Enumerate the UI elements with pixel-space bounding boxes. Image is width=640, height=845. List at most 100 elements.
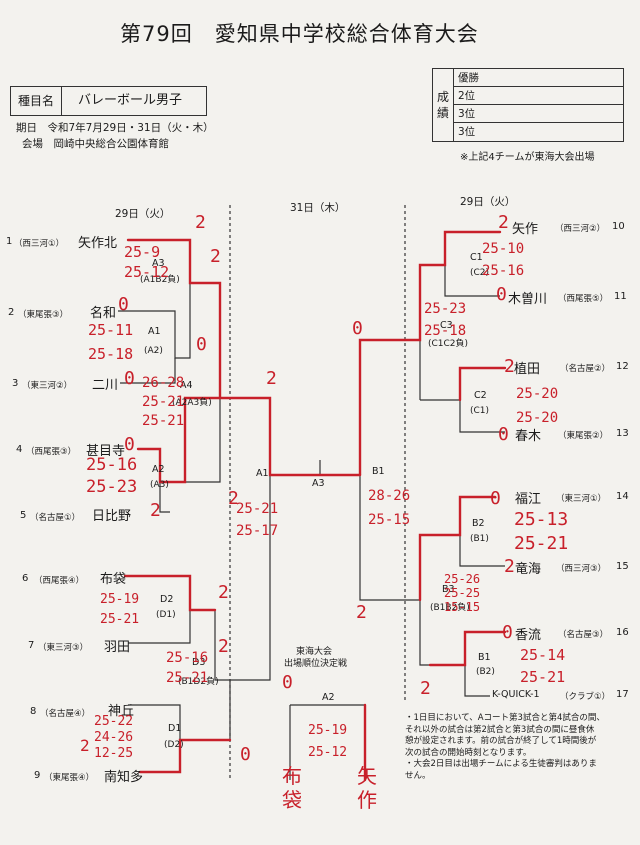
team-region: （西尾張④） [34, 576, 85, 586]
event-key: 種目名 [11, 87, 62, 115]
score-group-c2: 25-20 25-20 [516, 382, 558, 430]
game-score: 25-25 [444, 586, 481, 600]
game-score: 25-12 [124, 263, 170, 281]
results-side-2: 績 [436, 106, 449, 120]
game-score: 25-18 [88, 345, 134, 363]
results-row-1: 優勝 [453, 69, 623, 87]
set-count: 0 [282, 672, 293, 693]
team-number: 4 [16, 444, 23, 455]
set-count: 2 [228, 488, 239, 509]
match-code: B1 [372, 466, 385, 477]
team-region: （東尾張④） [44, 773, 95, 783]
game-score: 25-9 [124, 243, 161, 261]
event-period: 期日 令和7年7月29日・31日（火・木） [16, 122, 214, 134]
team-number: 7 [28, 640, 35, 651]
set-count: 2 [356, 602, 367, 623]
event-box: 種目名 バレーボール男子 [10, 86, 207, 116]
set-count: 0 [352, 318, 363, 339]
match-code: (B1) [470, 534, 489, 544]
score-group-c1: 25-10 25-16 [482, 238, 524, 282]
set-count: 0 [502, 622, 513, 643]
game-score: 25-15 [368, 512, 411, 528]
set-count: 2 [498, 212, 509, 233]
team-region: （西尾張③） [26, 447, 77, 457]
match-code: C3 [440, 320, 453, 331]
match-code: (A3) [150, 480, 169, 490]
team-name: 南知多 [104, 770, 144, 785]
team-name: 矢作 [512, 222, 539, 237]
game-score: 25-23 [424, 301, 467, 317]
match-code: D3 [192, 657, 206, 668]
team-region: （東尾張③） [18, 310, 69, 320]
team-region: （西三河③） [556, 564, 607, 574]
team-number: 15 [616, 561, 629, 572]
game-score: 25-21 [520, 668, 566, 686]
game-score: 25-22 [94, 714, 134, 729]
game-score: 25-19 [308, 723, 348, 738]
footnote: ・1日目において、Aコート第3試合と第4試合の間、 それ以外の試合は第2試合と第… [405, 713, 635, 782]
team-name: 福江 [515, 492, 542, 507]
center-label-1: 東海大会 [296, 647, 333, 657]
team-number: 11 [614, 291, 627, 302]
team-region: （名古屋①） [30, 513, 81, 523]
set-count: 2 [150, 500, 161, 521]
match-code: A2 [322, 692, 335, 703]
set-count: 2 [266, 368, 277, 389]
game-score: 25-21 [236, 501, 279, 517]
team-number: 5 [20, 510, 27, 521]
score-group-d3: 25-16 25-21 [166, 648, 208, 688]
event-venue: 会場 岡崎中央総合公園体育館 [22, 138, 169, 150]
team-name: 名和 [90, 306, 117, 321]
team-name: 神丘 [108, 704, 135, 719]
score-group-a1: 25-11 25-18 [88, 318, 133, 366]
team-name: 植田 [514, 362, 541, 377]
team-number: 14 [616, 491, 629, 502]
game-score: 25-20 [516, 410, 559, 426]
game-score: 15-15 [444, 600, 481, 614]
game-score: 25-16 [86, 455, 138, 475]
match-code: A3 [152, 258, 165, 269]
score-group-center-a1: 25-21 25-17 [236, 498, 278, 542]
team-number: 9 [34, 770, 41, 781]
match-code: C2 [474, 390, 487, 401]
footnote-line: それ以外の試合は第2試合と第3試合の間に昼食休 [405, 724, 595, 735]
team-number: 16 [616, 627, 629, 638]
score-group-a4: 26-28 25-21 25-21 [142, 374, 184, 431]
game-score: 25-21 [142, 413, 185, 429]
team-name: 布袋 [100, 572, 127, 587]
handwritten-char: 作 [357, 788, 377, 812]
match-code: A1 [148, 326, 161, 337]
results-row-2: 2位 [453, 87, 623, 105]
team-region: （西三河②） [555, 224, 606, 234]
game-score: 25-18 [424, 323, 467, 339]
team-name: 木曽川 [508, 292, 548, 307]
game-score: 24-26 [94, 730, 134, 745]
score-group-b2: 25-13 25-21 [514, 508, 568, 556]
game-score: 25-21 [514, 533, 569, 554]
match-code: B2 [472, 518, 485, 529]
set-count: 2 [420, 678, 431, 699]
match-code: A3 [312, 478, 325, 489]
team-region: （東三河②） [22, 381, 73, 391]
tokai-note: ※上記4チームが東海大会出場 [460, 152, 595, 163]
set-count: 2 [218, 582, 229, 603]
team-number: 2 [8, 307, 15, 318]
team-region: （西三河①） [14, 239, 65, 249]
score-group-d1: 25-22 24-26 12-25 [94, 714, 133, 762]
match-code: (A1B2負) [140, 275, 180, 285]
match-code: A1 [256, 468, 269, 479]
team-region: （クラブ①） [560, 692, 611, 702]
game-score: 25-11 [88, 321, 134, 339]
match-code: (C1C2負) [428, 339, 469, 349]
set-count: 0 [124, 434, 135, 455]
team-number: 1 [6, 236, 13, 247]
match-code: (C2) [470, 268, 490, 278]
team-number: 6 [22, 573, 29, 584]
day-left: 29日（火） [115, 208, 171, 220]
handwritten-char: 矢 [357, 764, 377, 788]
team-name: 日比野 [92, 509, 132, 524]
handwritten-right-name: 矢 作 [355, 764, 379, 812]
set-count: 0 [498, 424, 509, 445]
game-score: 12-25 [94, 746, 134, 761]
set-count: 2 [210, 246, 221, 267]
